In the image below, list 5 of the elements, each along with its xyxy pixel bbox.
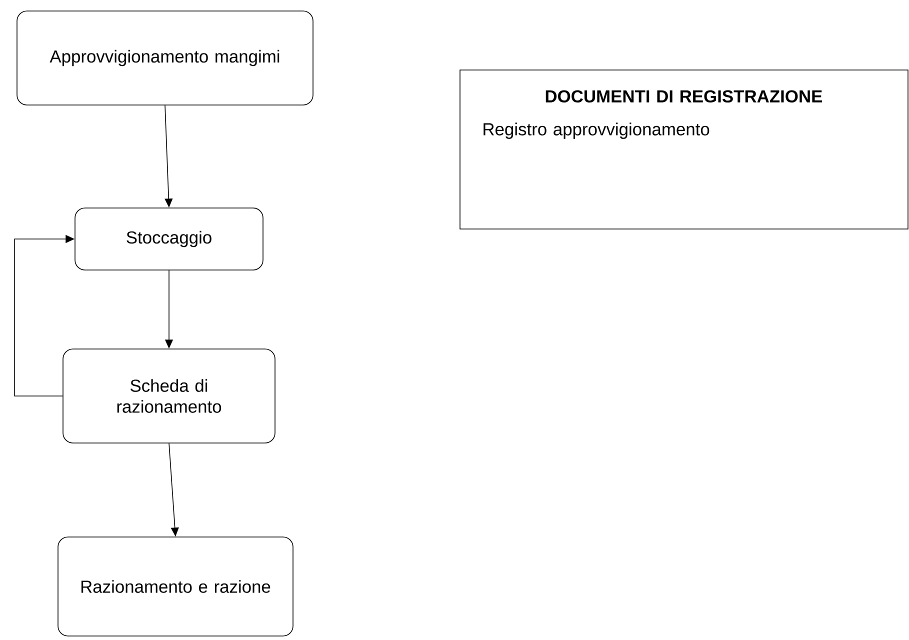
process-box: Scheda di razionamento — [62, 348, 276, 444]
process-box: Razionamento e razione — [58, 536, 294, 636]
process-box: Approvvigionamento mangimi — [16, 10, 314, 106]
process-box: Stoccaggio — [74, 208, 264, 270]
documents-box: DOCUMENTI DI REGISTRAZIONE Registro approvvigionamento — [460, 70, 908, 230]
